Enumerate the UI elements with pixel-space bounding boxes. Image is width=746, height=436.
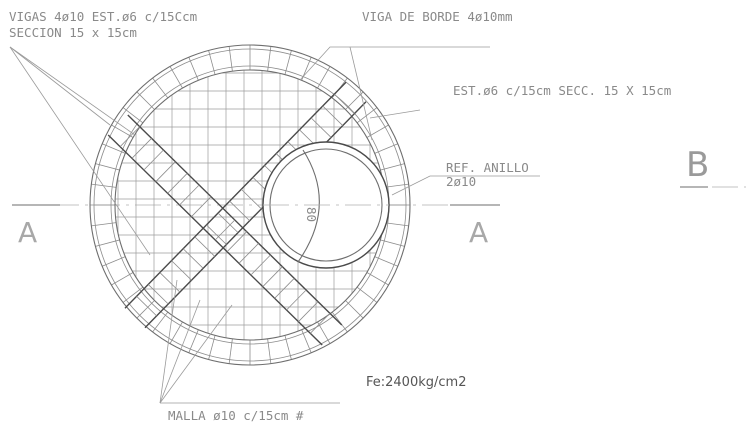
edge-stirrup xyxy=(382,222,410,227)
leader-lines xyxy=(9,46,540,404)
edge-stirrup xyxy=(101,255,127,267)
beam-stirrup xyxy=(310,117,332,138)
edge-stirrup xyxy=(94,162,121,171)
label-ref-anillo-line2: 2ø10 xyxy=(446,174,476,189)
section-mark-right: A xyxy=(469,216,488,249)
beam-stirrup xyxy=(214,219,236,241)
edge-stirrup xyxy=(331,311,349,333)
beam-stirrup xyxy=(274,278,295,299)
edge-stirrup xyxy=(151,77,169,99)
edge-stirrup xyxy=(365,271,390,286)
edge-stirrup xyxy=(284,334,293,361)
beam-stirrup xyxy=(217,212,239,233)
beam-stirrup xyxy=(250,254,271,276)
edge-stirrup xyxy=(122,286,144,304)
beam-stirrup xyxy=(262,266,283,287)
beam-stirrup xyxy=(136,296,157,317)
beam-stirrup xyxy=(310,313,331,334)
edge-stirrup xyxy=(228,45,233,73)
beam-stirrup xyxy=(182,248,204,269)
beam-stirrup xyxy=(155,161,176,182)
edge-stirrup xyxy=(365,124,390,139)
beam-stirrup xyxy=(131,138,152,159)
label-vigas-line1: VIGAS 4ø10 EST.ø6 c/15Ccm xyxy=(9,9,197,24)
edge-stirrup xyxy=(267,337,272,365)
edge-stirrup xyxy=(267,45,272,73)
beam-stirrup xyxy=(334,93,355,114)
ring-opening xyxy=(262,141,390,269)
beam-stirrup xyxy=(143,149,164,171)
edge-stirrup xyxy=(284,49,293,76)
edge-stirrup xyxy=(110,124,135,139)
beam-diagonal-down xyxy=(107,114,343,346)
edge-stirrup xyxy=(300,328,312,354)
beam-stirrup xyxy=(286,289,307,311)
outer-circle xyxy=(89,44,411,366)
edge-stirrup xyxy=(94,239,121,248)
beam-stirrup xyxy=(206,224,227,245)
beam-stirrup xyxy=(191,196,212,217)
edge-stirrup xyxy=(228,337,233,365)
center-mark: 80 xyxy=(304,207,319,222)
beam-stirrup xyxy=(238,243,259,264)
beam-stirrup xyxy=(147,284,169,305)
beam-stirrup xyxy=(159,272,181,293)
beam-stirrup xyxy=(226,231,247,252)
section-mark-b: B xyxy=(686,145,709,185)
label-malla: MALLA ø10 c/15cm # xyxy=(168,408,304,423)
edge-stirrup xyxy=(344,299,365,320)
edge-stirrup xyxy=(122,106,144,124)
beam-stirrup xyxy=(229,200,250,222)
beam-stirrup xyxy=(241,188,262,210)
edge-stirrup xyxy=(135,299,156,320)
beam-stirrup xyxy=(171,260,192,281)
edge-stirrup xyxy=(316,65,331,90)
label-estribos: EST.ø6 c/15cm SECC. 15 X 15cm xyxy=(453,83,671,98)
beam-stirrup xyxy=(167,173,188,194)
edge-stirrup xyxy=(382,183,410,188)
beam-stirrup xyxy=(298,301,319,322)
beam-stirrup xyxy=(179,184,200,206)
edge-stirrup xyxy=(373,255,399,267)
edge-stirrup xyxy=(316,320,331,345)
edge-stirrup xyxy=(169,320,184,345)
label-vigas-line2: SECCION 15 x 15cm xyxy=(9,25,137,40)
edge-stirrup xyxy=(356,286,378,304)
edge-stirrup xyxy=(151,311,169,333)
edge-stirrup xyxy=(135,90,156,111)
edge-stirrup xyxy=(379,239,406,248)
beam-stirrup xyxy=(322,105,344,126)
edge-stirrup xyxy=(188,56,200,82)
beam-stirrup xyxy=(119,126,140,147)
section-mark-left: A xyxy=(18,216,37,249)
edge-stirrup xyxy=(169,65,184,90)
label-viga-borde: VIGA DE BORDE 4ø10mm xyxy=(362,9,513,24)
edge-stirrup xyxy=(101,143,127,155)
edge-stirrup xyxy=(110,271,135,286)
edge-stirrup xyxy=(356,106,378,124)
edge-stirrup xyxy=(188,328,200,354)
edge-stirrup xyxy=(207,49,216,76)
edge-stirrup xyxy=(373,143,399,155)
outer-circle-inner-line xyxy=(93,48,407,362)
label-fc: Fe:2400kg/cm2 xyxy=(366,375,466,390)
edge-stirrup xyxy=(207,334,216,361)
label-ref-anillo-line1: REF. ANILLO xyxy=(446,160,529,175)
beam-stirrup xyxy=(194,236,216,257)
edge-beam-stirrups xyxy=(90,45,411,366)
edge-stirrup xyxy=(90,222,118,227)
edge-stirrup xyxy=(379,162,406,171)
